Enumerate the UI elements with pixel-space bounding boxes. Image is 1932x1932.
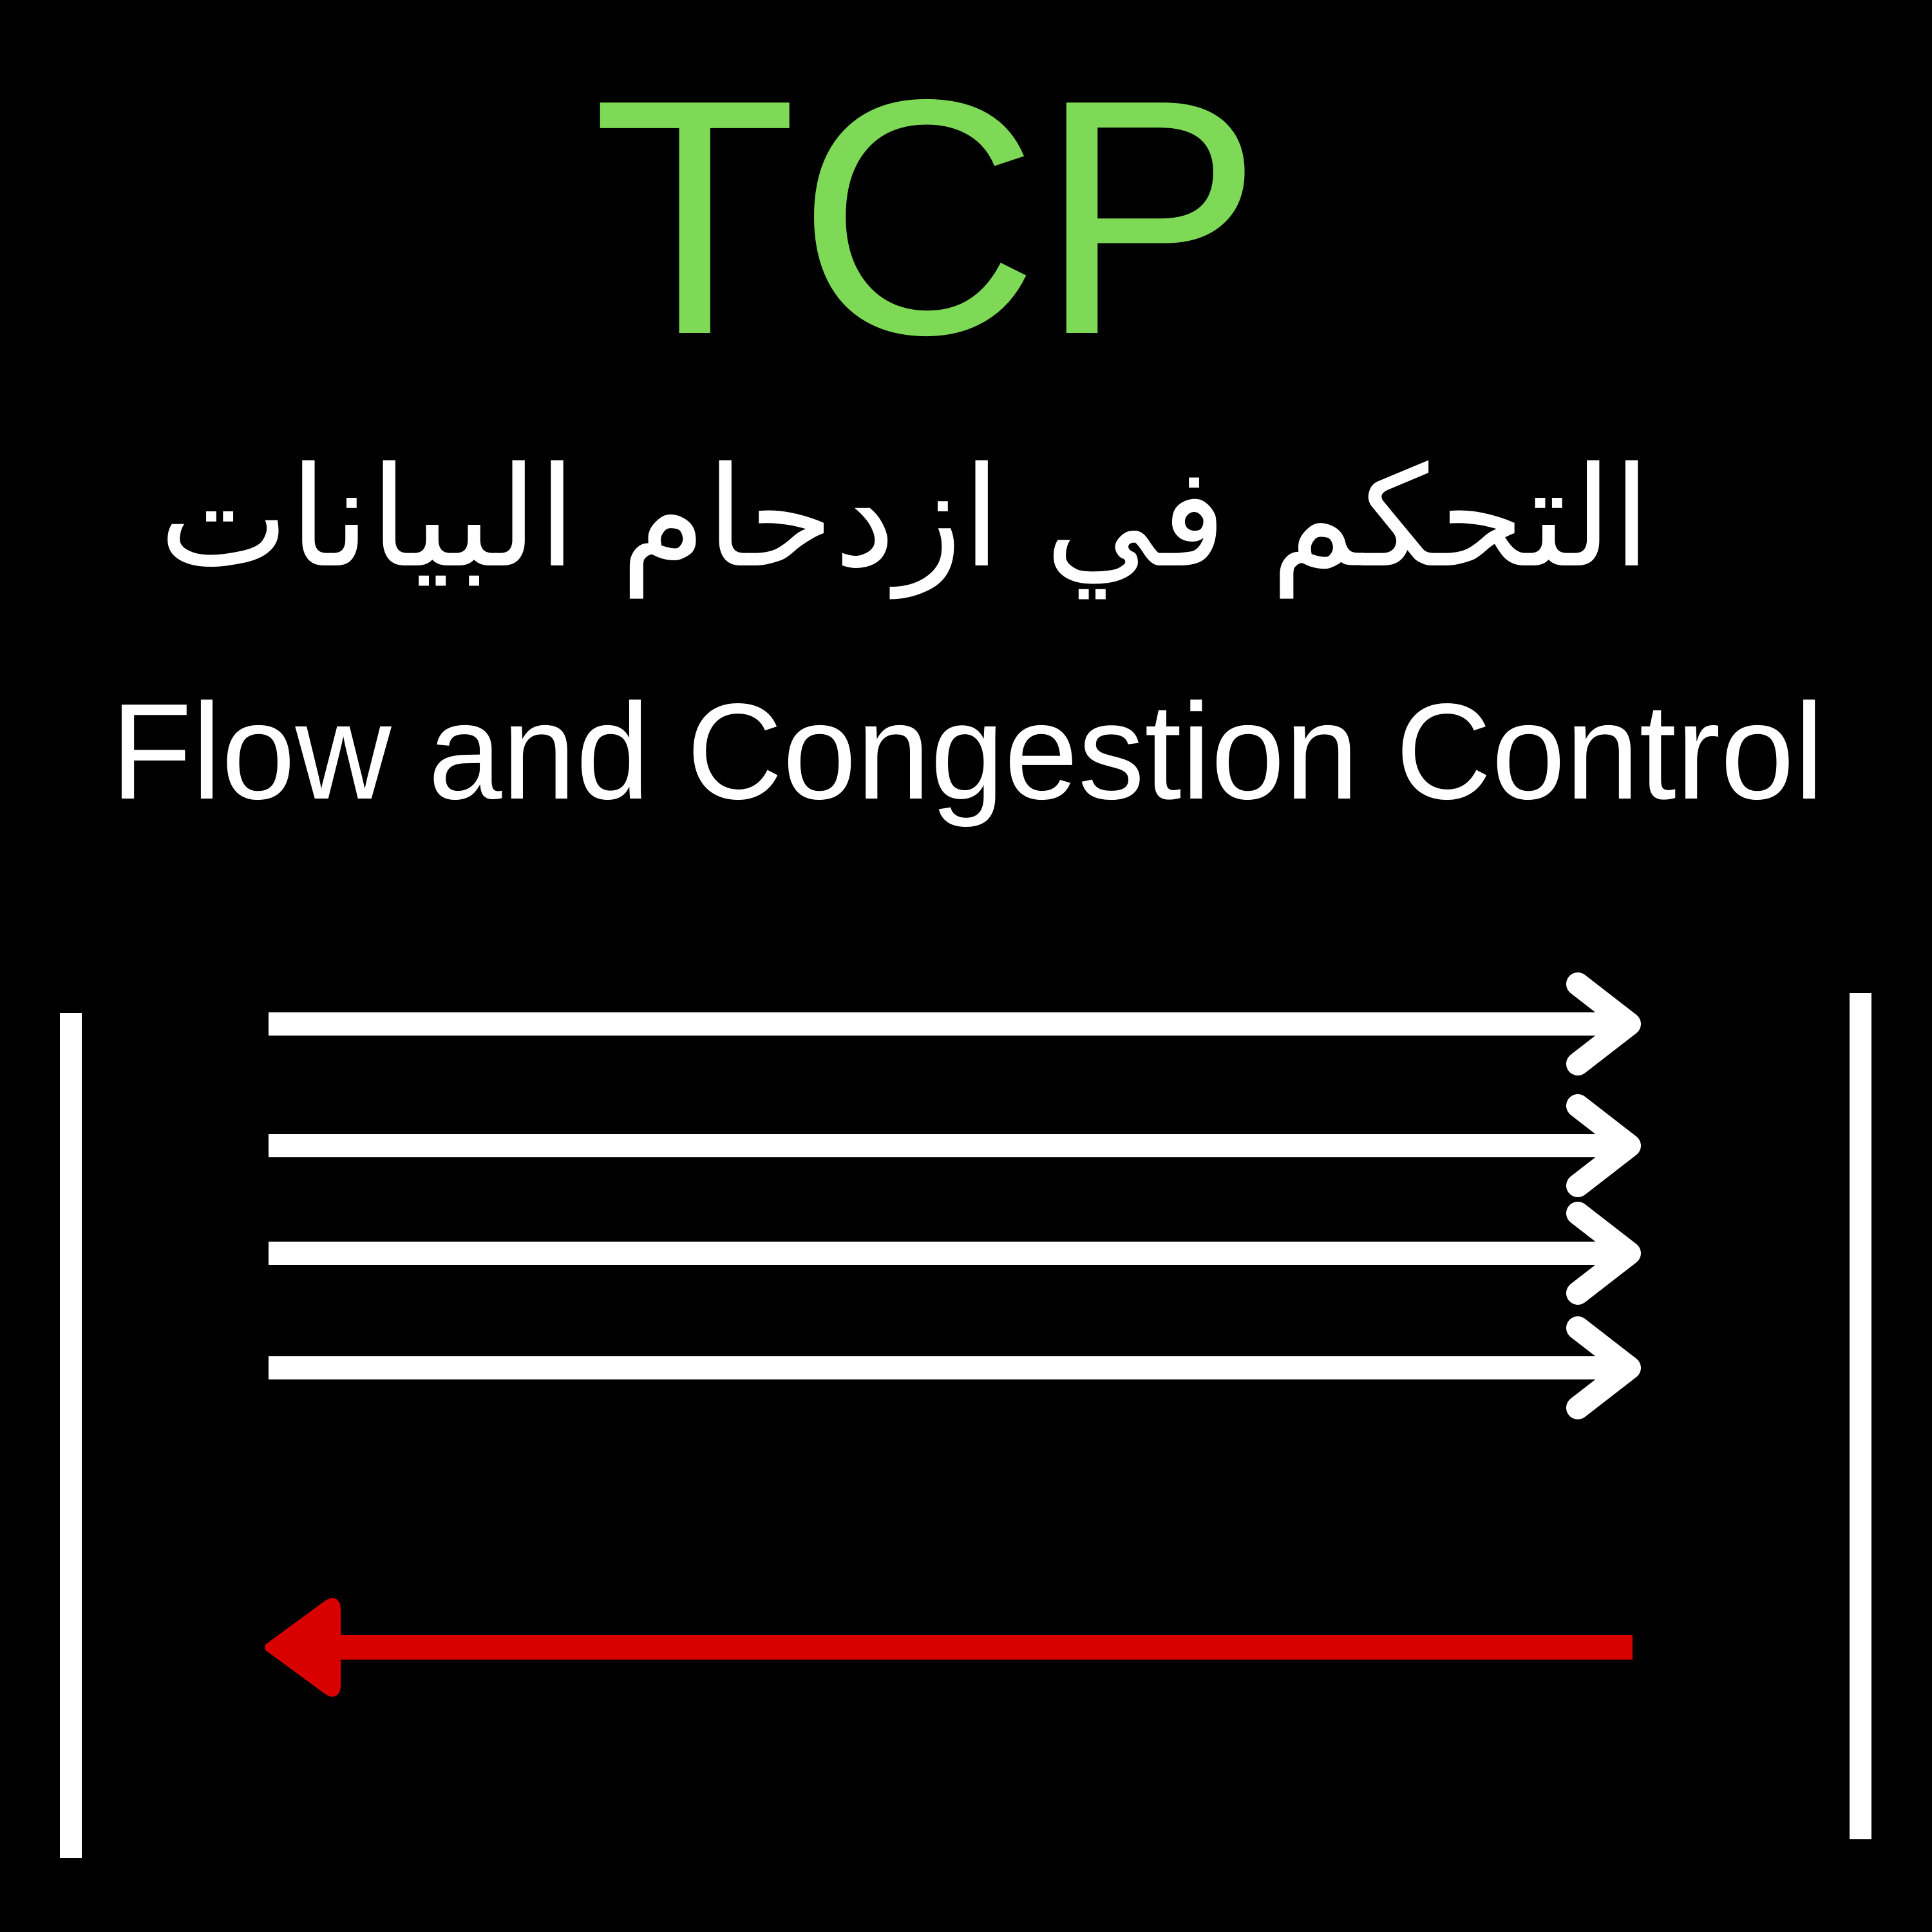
- forward-arrow-head: [1566, 972, 1641, 1075]
- title: TCP: [592, 30, 1262, 404]
- forward-arrows: [269, 972, 1641, 1419]
- forward-arrow-head: [1566, 1094, 1641, 1197]
- return-arrow-head: [265, 1598, 341, 1697]
- forward-arrow-head: [1566, 1316, 1641, 1419]
- subtitle-english: Flow and Congestion Control: [111, 675, 1824, 828]
- subtitle-arabic: التحكم في ازدحام البيانات: [159, 437, 1651, 600]
- return-arrow: [265, 1598, 1633, 1697]
- forward-arrow-head: [1566, 1202, 1641, 1305]
